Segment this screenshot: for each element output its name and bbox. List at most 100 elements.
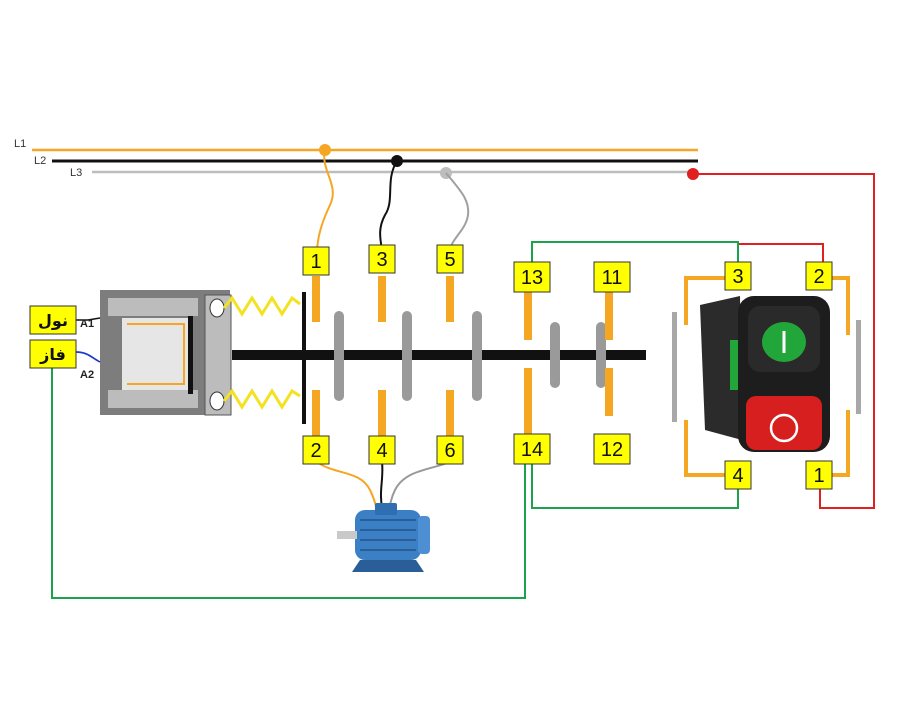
- supply-lines: L1 L2 L3: [14, 138, 699, 180]
- moving-contact: [334, 311, 344, 401]
- terminal-labels: 1 3 5 2 4 6 13 14: [302, 244, 833, 490]
- terminal-12: 12: [593, 433, 631, 465]
- fixed-contact: [524, 368, 532, 448]
- terminal-badge: [724, 261, 752, 291]
- contactor-shaft: [232, 350, 646, 360]
- wire-l3-to-5: [445, 172, 470, 251]
- pb-contact-start-bottom: [684, 420, 730, 477]
- label-l3: L3: [70, 167, 82, 179]
- power-symbol-icon: [769, 413, 799, 443]
- fixed-contact: [378, 390, 386, 436]
- coil-supply: نول فاز A1 A2: [29, 305, 101, 381]
- contactor-coil: [100, 290, 232, 416]
- shaft-vertical-bar: [302, 292, 306, 424]
- wire-green-14-pb4: [531, 462, 739, 509]
- moving-contact: [596, 322, 606, 388]
- terminal-badge: [724, 460, 752, 490]
- fixed-contact: [605, 368, 613, 416]
- motor-body: [355, 510, 421, 560]
- motor-fins: [360, 519, 416, 551]
- fixed-contact: [446, 390, 454, 436]
- terminal-badge: [436, 435, 464, 465]
- pb-contact-stop-bottom: [830, 410, 850, 477]
- wire-green-13-pb3: [531, 241, 739, 262]
- wire-l1-to-1: [316, 149, 334, 251]
- terminal-badge: [302, 246, 330, 276]
- terminal-1: 1: [302, 246, 330, 276]
- pb-terminal-1: 1: [805, 460, 833, 490]
- wire-green-14-coil: [51, 366, 526, 599]
- terminal-number: 2: [813, 266, 824, 288]
- wire-phase-a2: [75, 351, 101, 363]
- coil-core: [122, 318, 192, 390]
- coil-spring-hole-top: [209, 298, 225, 318]
- terminal-5: 5: [436, 244, 464, 274]
- coil-a1-label: A1: [80, 318, 94, 330]
- terminal-badge: [805, 261, 833, 291]
- fixed-contact: [312, 390, 320, 436]
- pushbutton-icon: [700, 296, 830, 452]
- fixed-contact: [312, 276, 320, 322]
- label-l1: L1: [14, 138, 26, 150]
- phase-label-box: [29, 339, 77, 369]
- terminal-badge: [593, 433, 631, 465]
- coil-spring-hole-bottom: [209, 391, 225, 411]
- neutral-label-box: [29, 305, 77, 335]
- fixed-contacts: [312, 276, 613, 448]
- wire-l2-to-3: [379, 160, 398, 251]
- wire-2-to-motor: [316, 461, 378, 513]
- spring-bottom: [222, 388, 301, 410]
- terminal-11: 11: [593, 261, 631, 293]
- terminal-number: 3: [376, 249, 387, 271]
- terminal-number: 2: [310, 440, 321, 462]
- pb-bridge-left: [672, 312, 677, 422]
- terminal-badge: [368, 435, 396, 465]
- moving-contact: [402, 311, 412, 401]
- terminal-number: 4: [732, 465, 743, 487]
- terminal-number: 3: [732, 266, 743, 288]
- terminal-number: 1: [310, 251, 321, 273]
- terminal-6: 6: [436, 435, 464, 465]
- terminal-number: 1: [813, 465, 824, 487]
- terminal-badge: [302, 435, 330, 465]
- terminal-3: 3: [368, 244, 396, 274]
- pushbutton-contacts: [672, 276, 861, 477]
- motor-end-cap: [418, 516, 430, 554]
- phase-label: فاز: [39, 345, 66, 364]
- terminal-4: 4: [368, 435, 396, 465]
- motor-shaft: [337, 531, 357, 539]
- fixed-contact: [378, 276, 386, 322]
- label-l2: L2: [34, 155, 46, 167]
- neutral-label: نول: [38, 311, 68, 330]
- coil-frame-inner-top: [108, 298, 198, 316]
- terminal-number: 6: [444, 440, 455, 462]
- terminal-14: 14: [513, 433, 551, 465]
- moving-contacts: [334, 311, 606, 401]
- terminal-badge: [805, 460, 833, 490]
- terminal-number: 11: [602, 267, 623, 289]
- stop-button[interactable]: [746, 396, 822, 450]
- pb-rear-housing: [700, 296, 742, 440]
- pb-terminal-4: 4: [724, 460, 752, 490]
- pb-contact-start-top: [684, 276, 730, 325]
- fixed-contact: [446, 276, 454, 322]
- pb-contact-stop-top: [830, 276, 850, 335]
- terminal-2: 2: [302, 435, 330, 465]
- pb-terminal-3: 3: [724, 261, 752, 291]
- terminal-number: 14: [521, 439, 543, 461]
- terminal-13: 13: [513, 261, 551, 293]
- terminal-badge: [593, 261, 631, 293]
- coil-armature-plate: [188, 316, 193, 394]
- terminal-badge: [513, 433, 551, 465]
- terminal-number: 13: [521, 267, 543, 289]
- moving-contact: [550, 322, 560, 388]
- motor-terminal-box: [375, 503, 397, 515]
- terminal-number: 5: [444, 249, 455, 271]
- moving-contact: [472, 311, 482, 401]
- pb-led-strip: [730, 340, 740, 390]
- wire-red-to-pb2: [693, 173, 875, 509]
- fixed-contact: [524, 292, 532, 340]
- motor-icon: [337, 503, 430, 572]
- spring-top: [222, 295, 301, 317]
